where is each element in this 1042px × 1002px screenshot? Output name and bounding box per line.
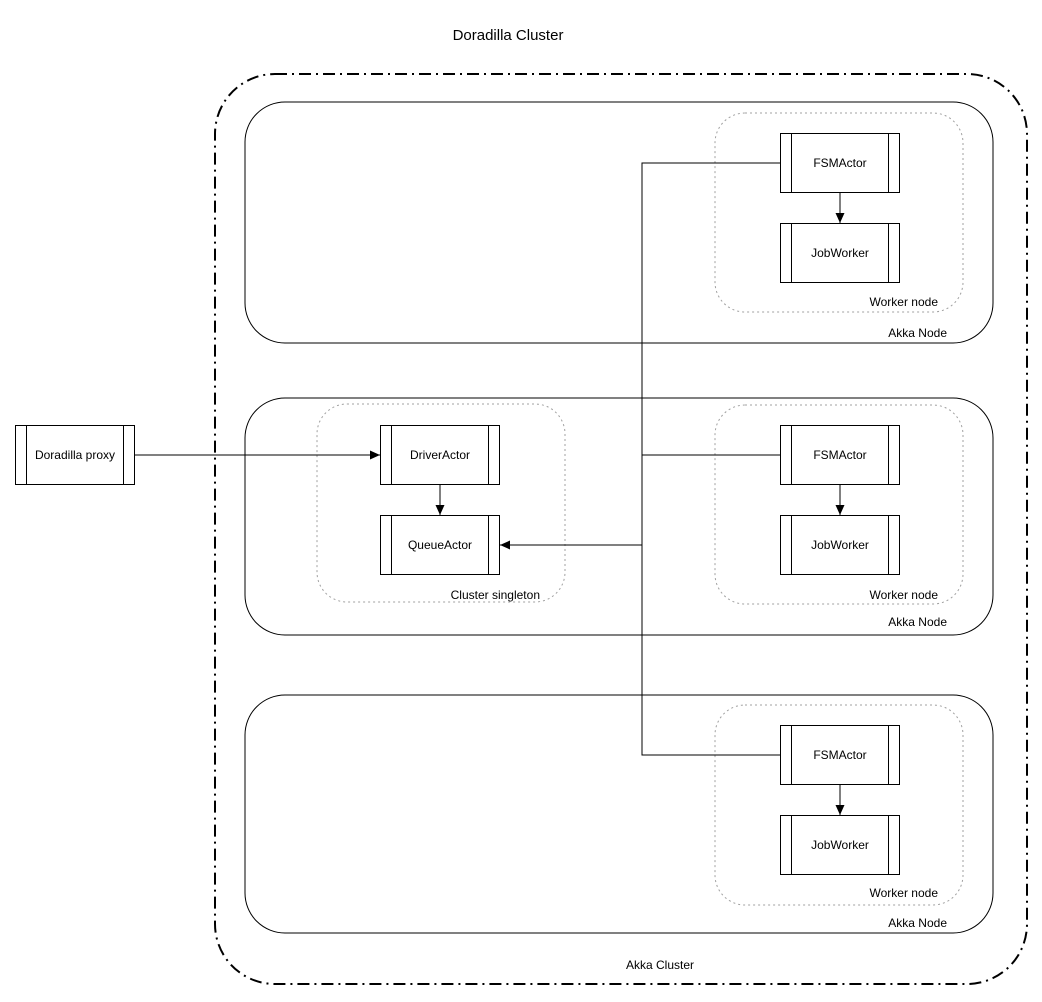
component-divider: [791, 816, 792, 874]
driver-actor-label: DriverActor: [409, 448, 470, 462]
component-divider: [391, 516, 392, 574]
component-divider: [888, 516, 889, 574]
fsm-actor-label-1: FSMActor: [813, 156, 867, 170]
component-divider: [791, 426, 792, 484]
component-divider: [888, 426, 889, 484]
fsm-actor-label-2: FSMActor: [813, 448, 867, 462]
worker-node-box-3: [714, 704, 964, 906]
job-worker-label-1: JobWorker: [811, 246, 869, 260]
worker-node-label-1: Worker node: [869, 295, 938, 309]
doradilla-proxy-node: Doradilla proxy: [15, 425, 135, 485]
akka-node-label-3: Akka Node: [888, 916, 947, 930]
fsm-actor-node-1: FSMActor: [780, 133, 900, 193]
akka-node-box-1: [244, 101, 994, 344]
component-divider: [488, 426, 489, 484]
akka-node-box-2: [244, 397, 994, 636]
queue-actor-node: QueueActor: [380, 515, 500, 575]
component-divider: [791, 726, 792, 784]
component-divider: [123, 426, 124, 484]
fsm-actor-node-2: FSMActor: [780, 425, 900, 485]
akka-node-label-1: Akka Node: [888, 326, 947, 340]
cluster-singleton-label: Cluster singleton: [450, 588, 540, 602]
component-divider: [791, 516, 792, 574]
job-worker-node-2: JobWorker: [780, 515, 900, 575]
worker-node-box-2: [714, 404, 964, 605]
worker-node-box-1: [714, 112, 964, 313]
connector-trunk-fsm1-fsm3: [641, 162, 780, 756]
akka-cluster-boundary: [214, 73, 1028, 985]
component-divider: [888, 816, 889, 874]
queue-actor-label: QueueActor: [407, 538, 473, 552]
job-worker-label-3: JobWorker: [811, 838, 869, 852]
akka-node-box-3: [244, 694, 994, 934]
job-worker-node-1: JobWorker: [780, 223, 900, 283]
component-divider: [791, 134, 792, 192]
job-worker-label-2: JobWorker: [811, 538, 869, 552]
component-divider: [26, 426, 27, 484]
component-divider: [888, 224, 889, 282]
akka-node-label-2: Akka Node: [888, 615, 947, 629]
worker-node-label-3: Worker node: [869, 886, 938, 900]
component-divider: [488, 516, 489, 574]
job-worker-node-3: JobWorker: [780, 815, 900, 875]
component-divider: [791, 224, 792, 282]
fsm-actor-node-3: FSMActor: [780, 725, 900, 785]
driver-actor-node: DriverActor: [380, 425, 500, 485]
akka-cluster-label: Akka Cluster: [625, 958, 695, 972]
worker-node-label-2: Worker node: [869, 588, 938, 602]
fsm-actor-label-3: FSMActor: [813, 748, 867, 762]
doradilla-proxy-label: Doradilla proxy: [34, 448, 116, 462]
component-divider: [888, 726, 889, 784]
component-divider: [888, 134, 889, 192]
component-divider: [391, 426, 392, 484]
diagram-title: Doradilla Cluster: [452, 27, 564, 44]
